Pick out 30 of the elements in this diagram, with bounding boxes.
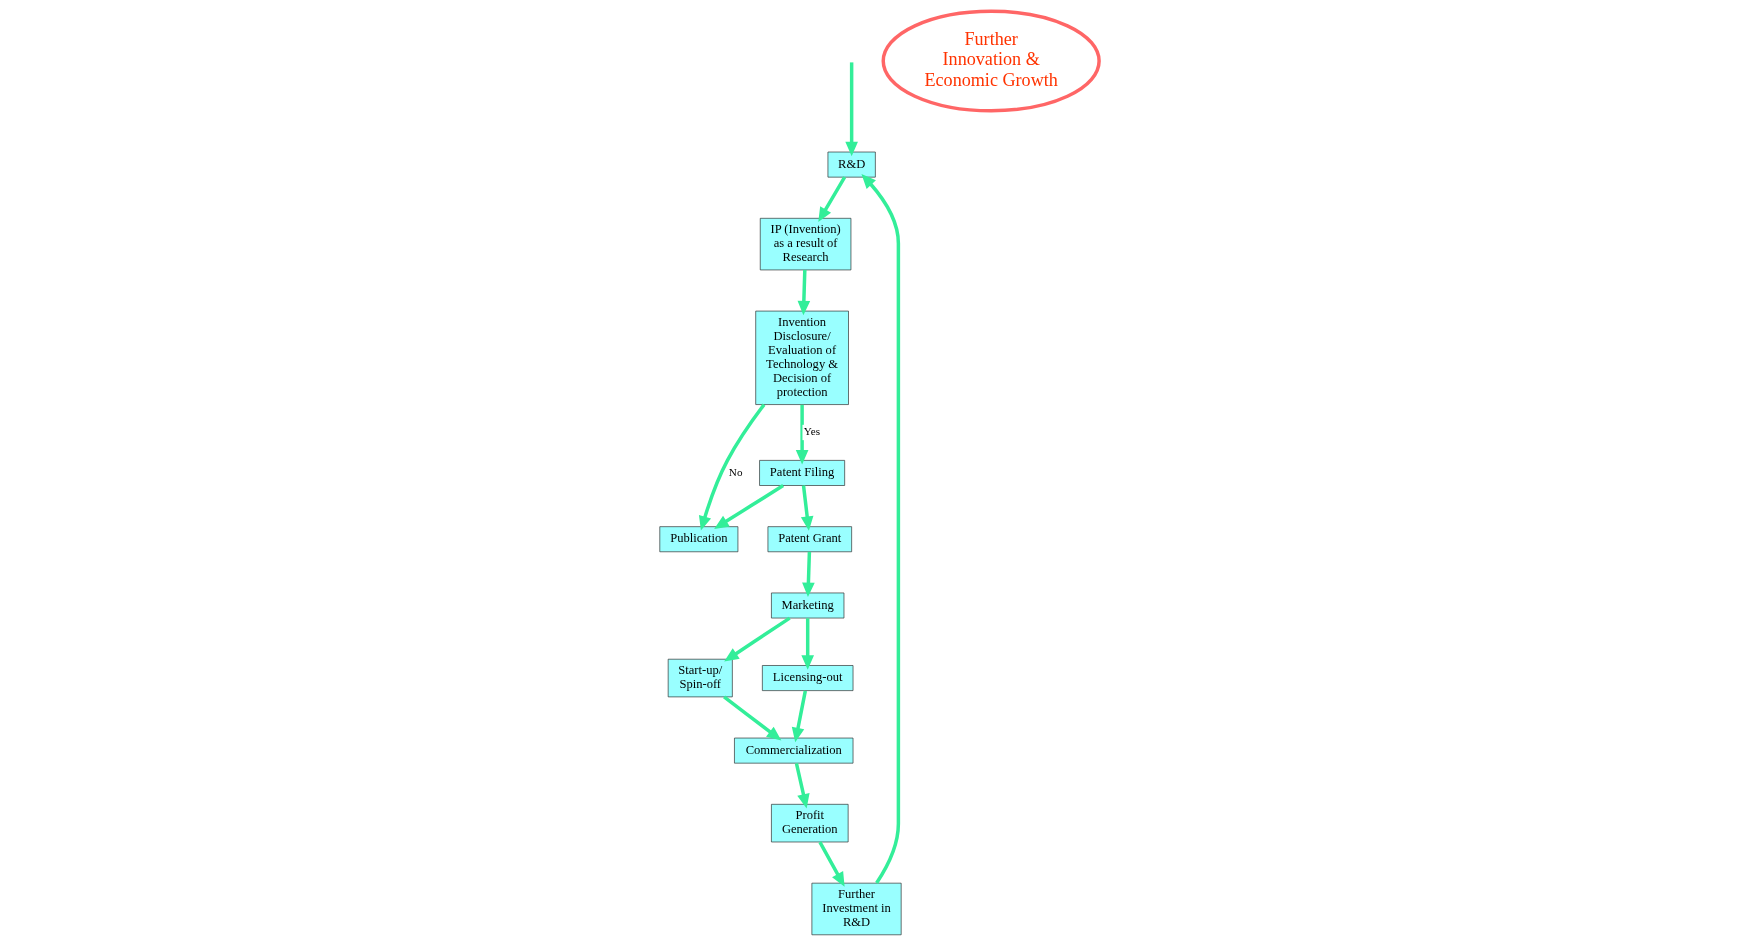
node-box: Start-up/ Spin-off [667,658,733,698]
node-box: Invention Disclosure/ Evaluation of Technology & Decision of protection [754,310,849,405]
arrow [698,403,765,531]
node-box: Marketing [770,592,844,619]
node-box: Commercialization [733,737,853,764]
arrow [723,616,791,662]
arrow [860,174,900,884]
arrow [800,485,813,531]
node-box: Patent Filing [758,460,845,486]
arrow [794,763,810,809]
arrow [791,690,807,743]
arrow [722,695,781,741]
arrow [801,551,815,598]
node-ellipse: Further Innovation & Economic Growth [881,9,1101,113]
arrow [800,618,814,670]
node-box: Patent Grant [767,526,852,553]
node-box: R&D [827,151,876,178]
arrow [817,176,846,222]
arrow [795,404,808,465]
node-box: Licensing-out [761,665,853,691]
node-box: IP (Invention) as a result of Research [759,217,851,271]
arrow [817,841,845,887]
edge-label: Yes [803,425,820,438]
edge-label: No [728,465,742,478]
node-box: Further Investment in R&D [811,882,902,936]
arrow [713,484,784,529]
node-box: Profit Generation [770,804,848,843]
arrow [844,62,858,157]
arrow [797,269,810,316]
node-box: Publication [658,526,738,553]
